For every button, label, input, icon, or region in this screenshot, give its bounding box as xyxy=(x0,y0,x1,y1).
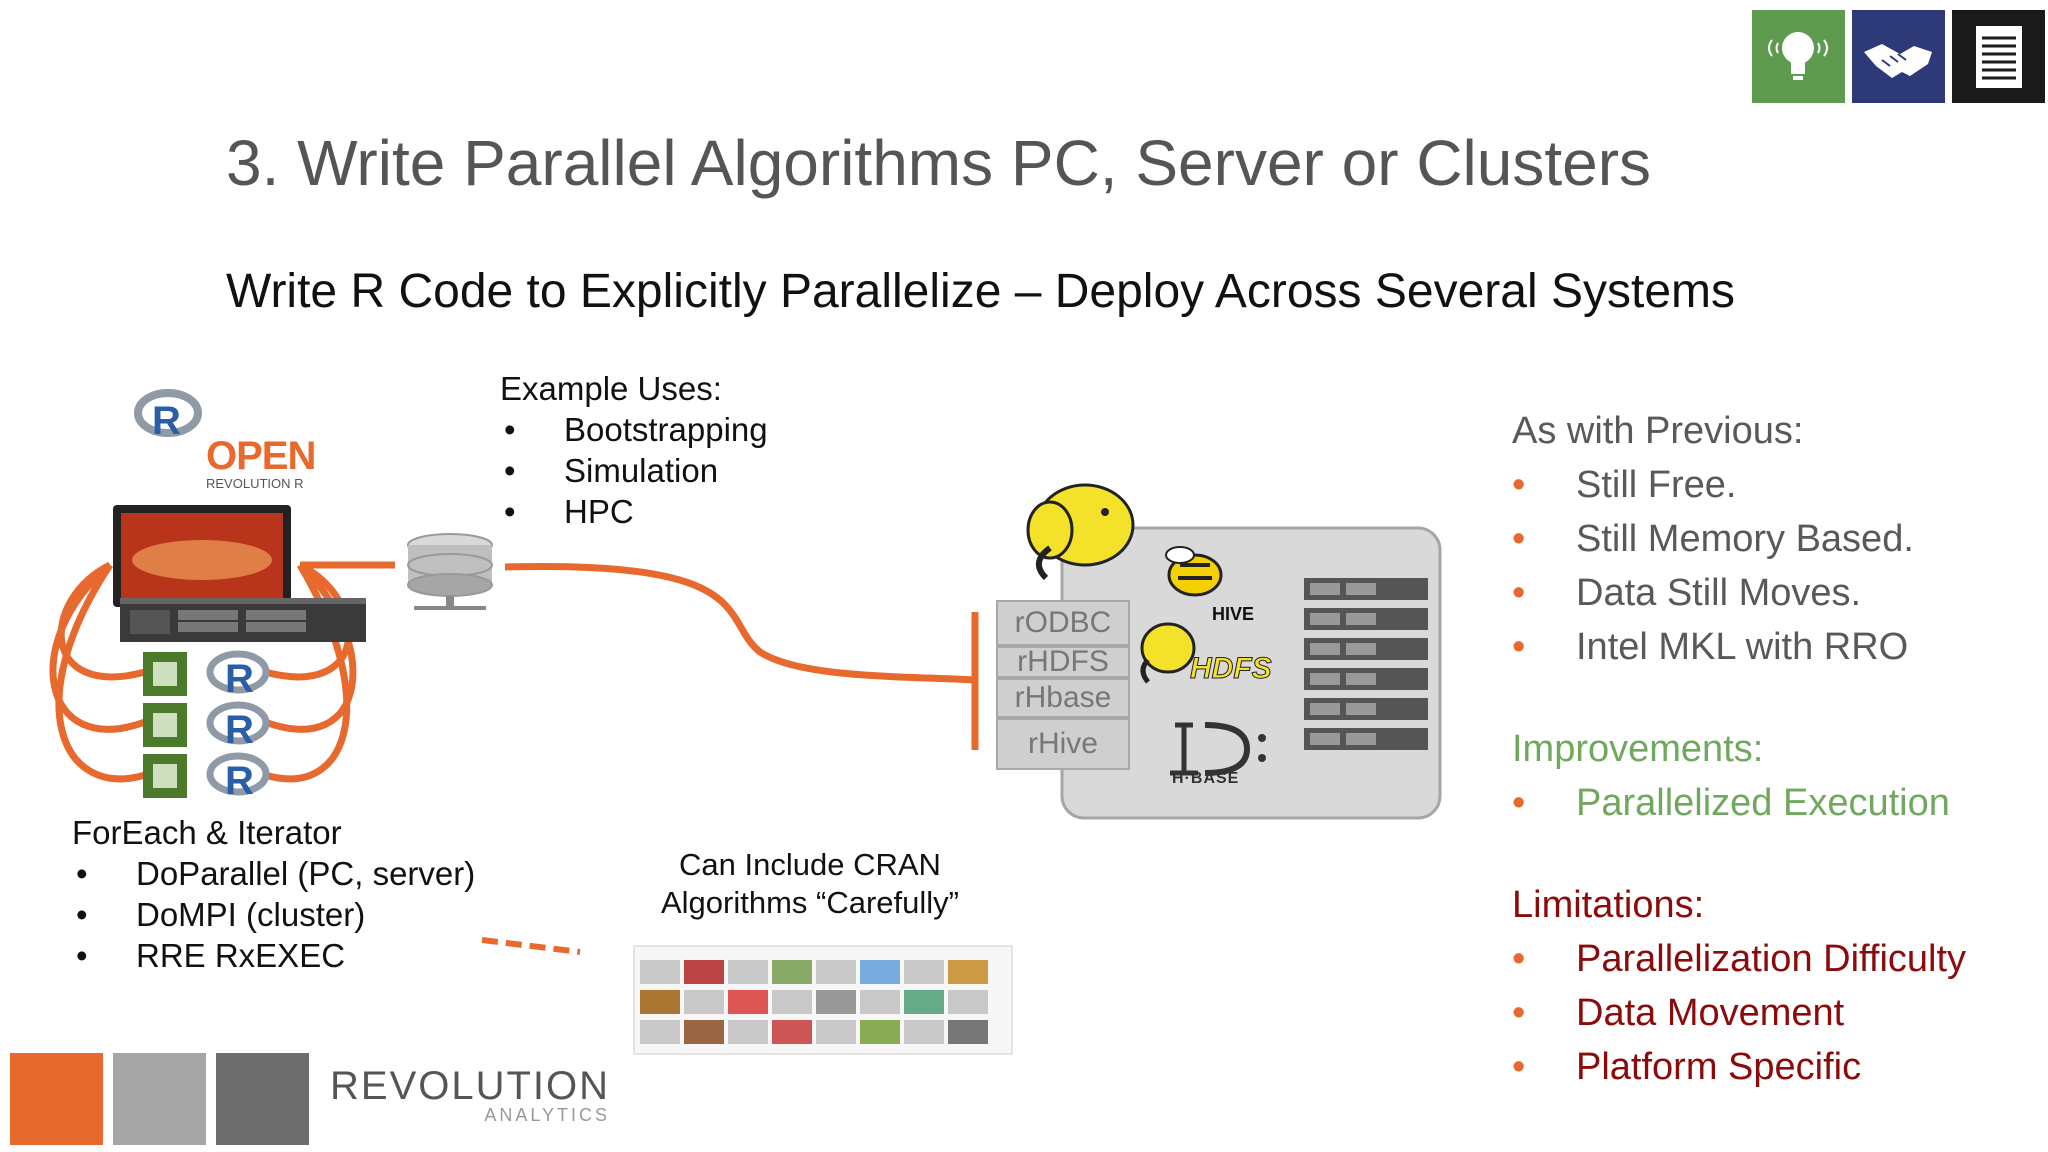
example-use-item: Bootstrapping xyxy=(500,409,768,450)
example-use-item: Simulation xyxy=(500,450,768,491)
handshake-icon xyxy=(1864,44,1932,78)
limitation-item: Parallelization Difficulty xyxy=(1512,932,2032,986)
hdfs-elephant-icon xyxy=(1140,622,1196,684)
foreach-item: DoMPI (cluster) xyxy=(72,894,475,935)
hbase-icon xyxy=(1170,722,1266,776)
document-icon xyxy=(1976,26,2022,88)
lightbulb-icon xyxy=(1768,32,1828,80)
foreach-item: DoParallel (PC, server) xyxy=(72,853,475,894)
svg-text:R: R xyxy=(225,759,254,803)
previous-item: Still Free. xyxy=(1512,458,2032,512)
foreach-heading: ForEach & Iterator xyxy=(72,814,342,851)
revolution-r-text: REVOLUTION R xyxy=(206,476,304,491)
foreach-item: RRE RxEXEC xyxy=(72,935,475,976)
revolution-analytics-logo: REVOLUTION ANALYTICS xyxy=(330,1064,610,1126)
connector-rhdfs: rHDFS xyxy=(996,646,1130,678)
previous-heading: As with Previous: xyxy=(1512,410,1804,452)
cran-caption-line: Can Include CRAN xyxy=(679,847,941,882)
svg-text:R: R xyxy=(225,657,254,701)
hbase-label: H·BASE xyxy=(1172,770,1240,787)
cpu-r-stack: R R R xyxy=(143,650,270,803)
footer-square-orange xyxy=(10,1053,103,1145)
previous-item: Intel MKL with RRO xyxy=(1512,620,2032,674)
example-use-item: HPC xyxy=(500,491,768,532)
limitations-heading: Limitations: xyxy=(1512,884,1705,926)
connector-rhive: rHive xyxy=(996,718,1130,770)
handshake-tile xyxy=(1852,10,1945,103)
summary-column: As with Previous: Still Free. Still Memo… xyxy=(1512,404,2032,1094)
slide-title: 3. Write Parallel Algorithms PC, Server … xyxy=(226,127,1652,199)
cran-task-views-thumbnail xyxy=(633,945,1013,1055)
hive-label: HIVE xyxy=(1212,604,1255,624)
revolution-wordmark: REVOLUTION xyxy=(330,1064,611,1108)
hadoop-elephant-icon xyxy=(1026,483,1135,581)
example-uses: Example Uses: Bootstrapping Simulation H… xyxy=(500,368,768,532)
document-tile xyxy=(1952,10,2045,103)
improvements-heading: Improvements: xyxy=(1512,728,1764,770)
limitation-item: Platform Specific xyxy=(1512,1040,2032,1094)
connector-rhbase: rHbase xyxy=(996,678,1130,718)
lightbulb-tile xyxy=(1752,10,1845,103)
server-cluster xyxy=(1060,526,1442,820)
svg-text:R: R xyxy=(152,399,181,443)
hdfs-label: HDFS xyxy=(1190,652,1273,686)
analytics-wordmark: ANALYTICS xyxy=(484,1105,611,1125)
footer-square-darkgray xyxy=(216,1053,309,1145)
r-logo-icon: R xyxy=(134,389,202,443)
footer-square-lightgray xyxy=(113,1053,206,1145)
previous-item: Data Still Moves. xyxy=(1512,566,2032,620)
dashed-connector xyxy=(481,937,581,955)
hive-bee-icon xyxy=(1165,546,1223,597)
improvement-item: Parallelized Execution xyxy=(1512,776,2032,830)
connector-rodbc: rODBC xyxy=(996,600,1130,646)
svg-text:R: R xyxy=(225,708,254,752)
example-uses-heading: Example Uses: xyxy=(500,370,722,407)
previous-item: Still Memory Based. xyxy=(1512,512,2032,566)
open-logo-text: OPEN xyxy=(206,434,316,478)
cran-caption-line: Algorithms “Carefully” xyxy=(660,885,959,920)
limitation-item: Data Movement xyxy=(1512,986,2032,1040)
desktop-computer-icon xyxy=(113,505,366,642)
foreach-list: ForEach & Iterator DoParallel (PC, serve… xyxy=(72,812,475,976)
cran-caption: Can Include CRAN Algorithms “Carefully” xyxy=(640,846,980,922)
database-icon xyxy=(407,533,493,610)
slide-subtitle: Write R Code to Explicitly Parallelize –… xyxy=(226,265,1735,318)
